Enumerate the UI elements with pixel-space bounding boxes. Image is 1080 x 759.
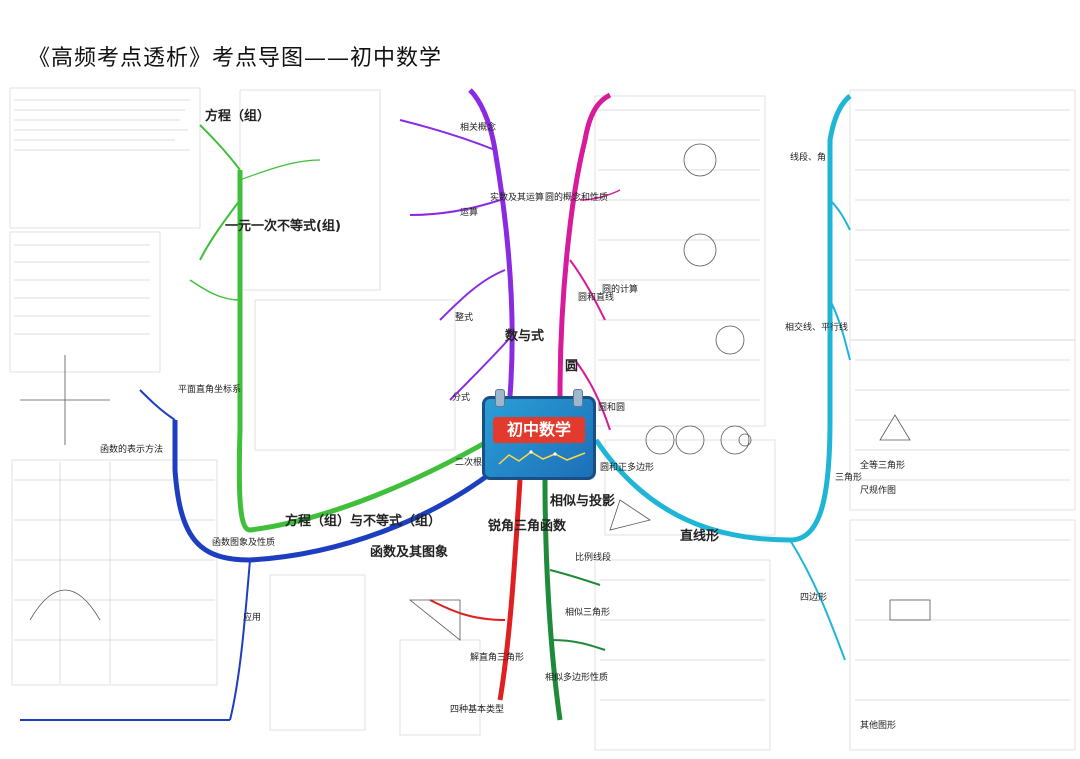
branch-fangcheng — [189, 124, 492, 533]
branch-xiangsi-trunk — [542, 479, 563, 721]
label-jie-zhijiao: 解直角三角形 — [470, 651, 524, 663]
label-xiangjiao: 相交线、平行线 — [785, 321, 848, 333]
branch-zhixianxing — [593, 94, 852, 661]
branch-yuan — [557, 92, 621, 431]
label-yuan-duobian: 圆和正多边形 — [600, 461, 654, 473]
label-yuan-gainian: 圆的概念和性质 — [545, 191, 608, 203]
label-quandeng: 全等三角形 — [860, 459, 905, 471]
label-yuan-yuan: 圆和圆 — [598, 402, 625, 413]
label-xiangsi: 相似与投影 — [550, 493, 615, 509]
label-yuan-zhixian: 圆和直线 — [578, 291, 614, 303]
label-fangcheng-zu: 方程（组） — [205, 108, 270, 124]
page-title: 《高频考点透析》考点导图——初中数学 — [28, 46, 443, 71]
label-sizhongjiben: 四种基本类型 — [450, 703, 504, 715]
branch-ruijiao-trunk — [497, 479, 523, 701]
label-hanshu-tuxiang: 函数图象及性质 — [212, 536, 275, 548]
note-lines — [14, 99, 1070, 701]
label-hanshu-biaoshi: 函数的表示方法 — [100, 443, 163, 455]
branch-ruijiao — [429, 479, 523, 701]
label-sanjiaoxing: 三角形 — [835, 471, 862, 483]
label-fangcheng: 方程（组）与不等式（组） — [285, 513, 441, 529]
label-ruijiao: 锐角三角函数 — [488, 518, 567, 534]
label-bili-xianduan: 比例线段 — [575, 551, 611, 563]
label-xianduan-jiao: 线段、角 — [790, 151, 826, 163]
branch-shu-yu-shi — [399, 88, 515, 401]
branch-shu-yu-shi-trunk — [468, 88, 515, 397]
label-yingyong: 应用 — [243, 611, 261, 623]
ring-icon — [495, 389, 505, 407]
label-xiangsi-sanjiao: 相似三角形 — [565, 606, 610, 618]
center-decoration — [498, 450, 586, 465]
branch-hanshu-trunk — [172, 420, 497, 563]
branch-xiangsi — [542, 479, 606, 721]
label-shishu: 实数及其运算 — [490, 191, 544, 203]
label-sibianxing: 四边形 — [800, 591, 827, 603]
branch-zhixianxing-trunk — [593, 94, 852, 543]
label-qita-tuxing: 其他图形 — [860, 719, 896, 731]
center-title: 初中数学 — [493, 417, 585, 443]
label-yuan-jisuan: 圆的计算 — [602, 283, 638, 295]
center-node: 初中数学 — [482, 389, 596, 480]
branch-hanshu — [20, 389, 497, 722]
center-node-rings — [495, 389, 583, 407]
note-blocks — [9, 87, 1076, 751]
label-xiangsi-duobian: 相似多边形性质 — [545, 671, 608, 683]
ring-icon — [573, 389, 583, 407]
diagram-glyphs — [20, 143, 931, 641]
label-yuan: 圆 — [565, 359, 578, 374]
label-zhixianxing: 直线形 — [680, 528, 719, 544]
label-chimao: 尺规作图 — [860, 484, 896, 496]
label-yunsuan: 运算 — [460, 206, 478, 218]
label-pingmian-zuobiao: 平面直角坐标系 — [178, 383, 241, 395]
label-xiangguan: 相关概念 — [460, 121, 496, 133]
label-zhengshi: 整式 — [455, 311, 473, 323]
label-budengshi: 一元一次不等式(组) — [225, 218, 341, 234]
branch-yuan-trunk — [557, 92, 612, 397]
branch-fangcheng-trunk — [236, 170, 492, 533]
label-hanshu: 函数及其图象 — [370, 544, 448, 560]
label-fenshi: 分式 — [452, 391, 470, 403]
label-shu-yu-shi: 数与式 — [505, 328, 544, 344]
